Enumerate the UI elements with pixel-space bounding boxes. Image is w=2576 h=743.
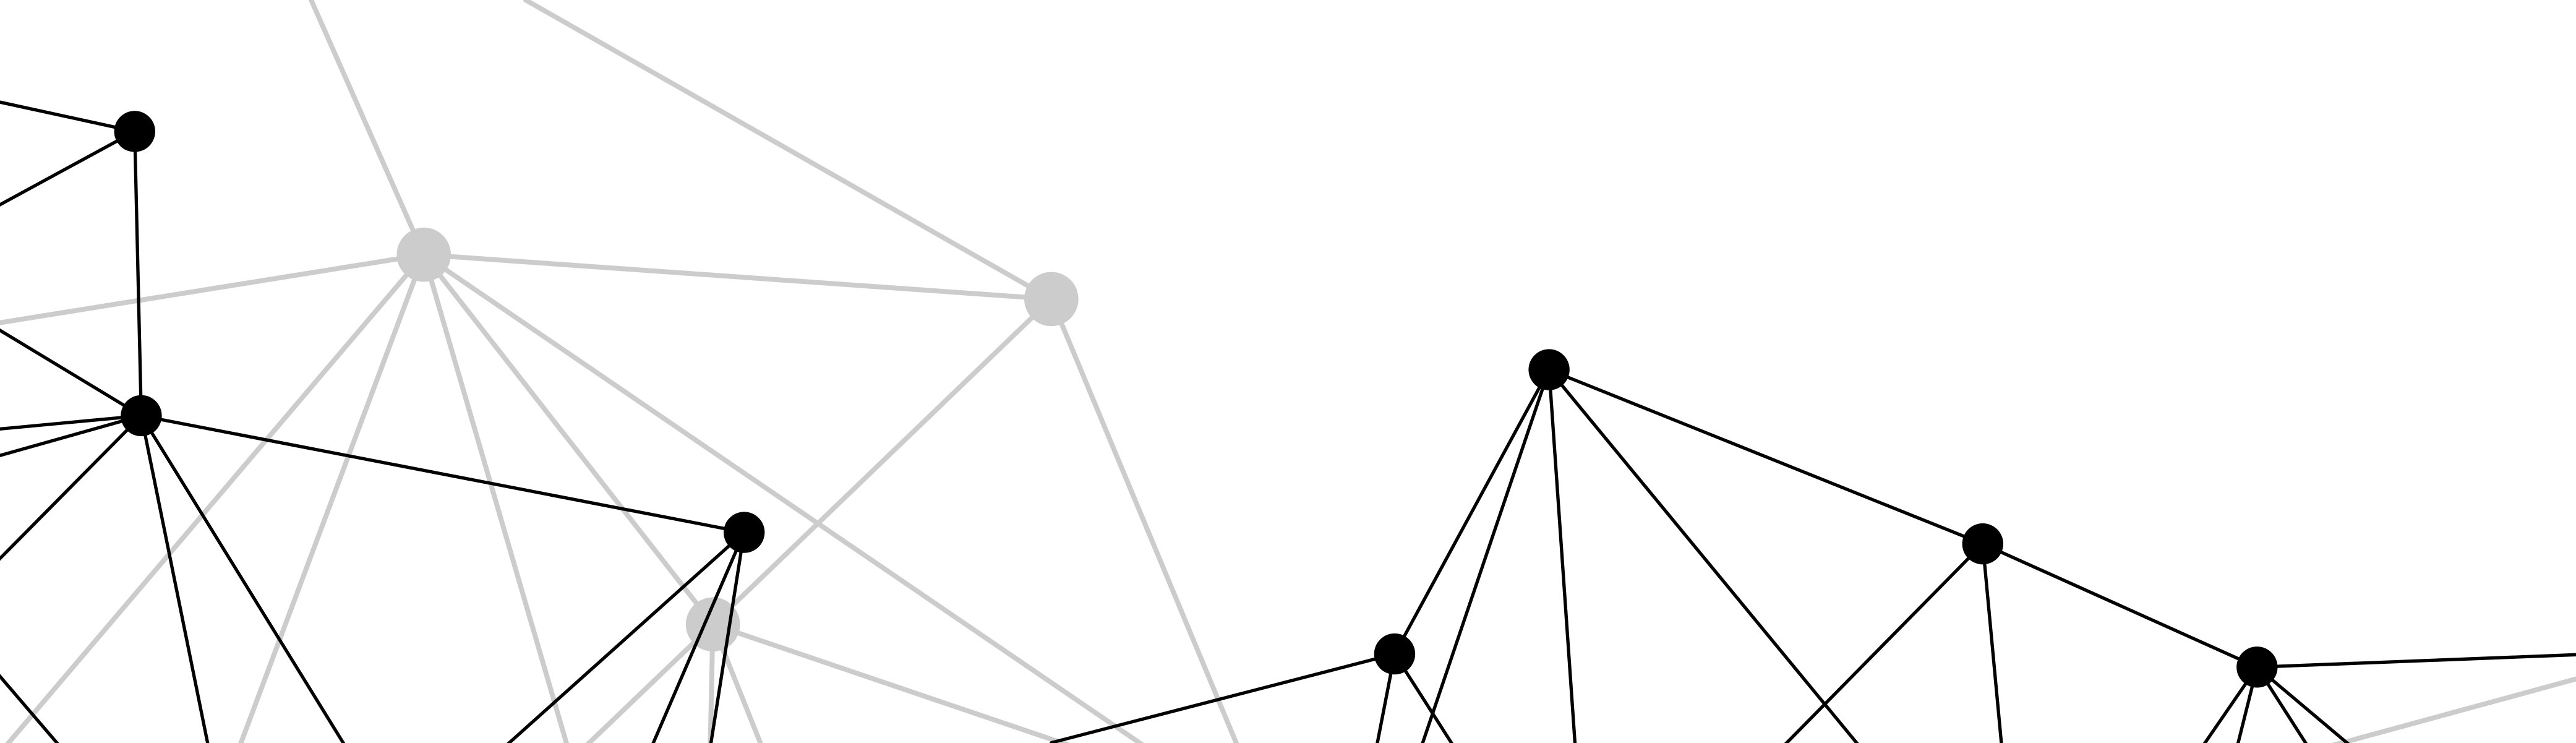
- foreground-edge: [1393, 367, 1551, 656]
- foreground-nodes: [114, 111, 2278, 688]
- background-edge: [710, 296, 1054, 627]
- foreground-edge: [507, 530, 746, 743]
- foreground-edge: [1981, 542, 2259, 669]
- background-edge: [308, 0, 427, 257]
- background-edge: [5, 252, 427, 743]
- foreground-edges: [0, 100, 2576, 743]
- foreground-node: [723, 512, 765, 553]
- foreground-node: [1374, 633, 1416, 675]
- background-edge: [1048, 296, 1239, 743]
- background-edge: [421, 252, 569, 743]
- foreground-edge: [1421, 367, 1551, 743]
- foreground-edge: [2255, 653, 2576, 669]
- foreground-edge: [139, 414, 346, 743]
- foreground-edge: [0, 328, 143, 418]
- foreground-edge: [2255, 665, 2308, 743]
- background-edge: [710, 622, 1071, 743]
- foreground-edge: [1393, 652, 1454, 743]
- background-edge: [421, 252, 1144, 743]
- foreground-edge: [0, 674, 59, 743]
- background-edge: [2332, 676, 2576, 743]
- foreground-edge: [0, 100, 137, 134]
- foreground-edge: [1547, 367, 1985, 546]
- background-edge: [421, 252, 716, 627]
- background-edge: [0, 252, 427, 325]
- foreground-node: [114, 111, 155, 152]
- foreground-node: [1528, 349, 1570, 390]
- foreground-edge: [0, 414, 143, 561]
- foreground-edge: [133, 129, 143, 418]
- foreground-edge: [0, 414, 143, 457]
- foreground-edge: [709, 530, 746, 743]
- background-edge: [238, 252, 427, 743]
- foreground-node: [121, 395, 162, 437]
- foreground-edge: [1547, 367, 1577, 743]
- foreground-edge: [139, 414, 210, 743]
- foreground-edge: [1050, 652, 1397, 743]
- background-edge: [421, 252, 1054, 302]
- foreground-edge: [2255, 665, 2350, 743]
- background-node: [396, 227, 451, 282]
- foreground-edge: [2202, 665, 2259, 743]
- foreground-edge: [1981, 542, 2003, 743]
- foreground-edge: [0, 414, 143, 431]
- foreground-edge: [651, 530, 746, 743]
- background-node: [1024, 272, 1079, 327]
- foreground-node: [1962, 523, 2003, 565]
- foreground-edge: [0, 129, 137, 207]
- background-edge: [585, 622, 716, 743]
- foreground-edge: [1784, 542, 1985, 743]
- foreground-edge: [139, 414, 746, 535]
- background-edge: [523, 0, 1054, 302]
- foreground-node: [2236, 646, 2278, 688]
